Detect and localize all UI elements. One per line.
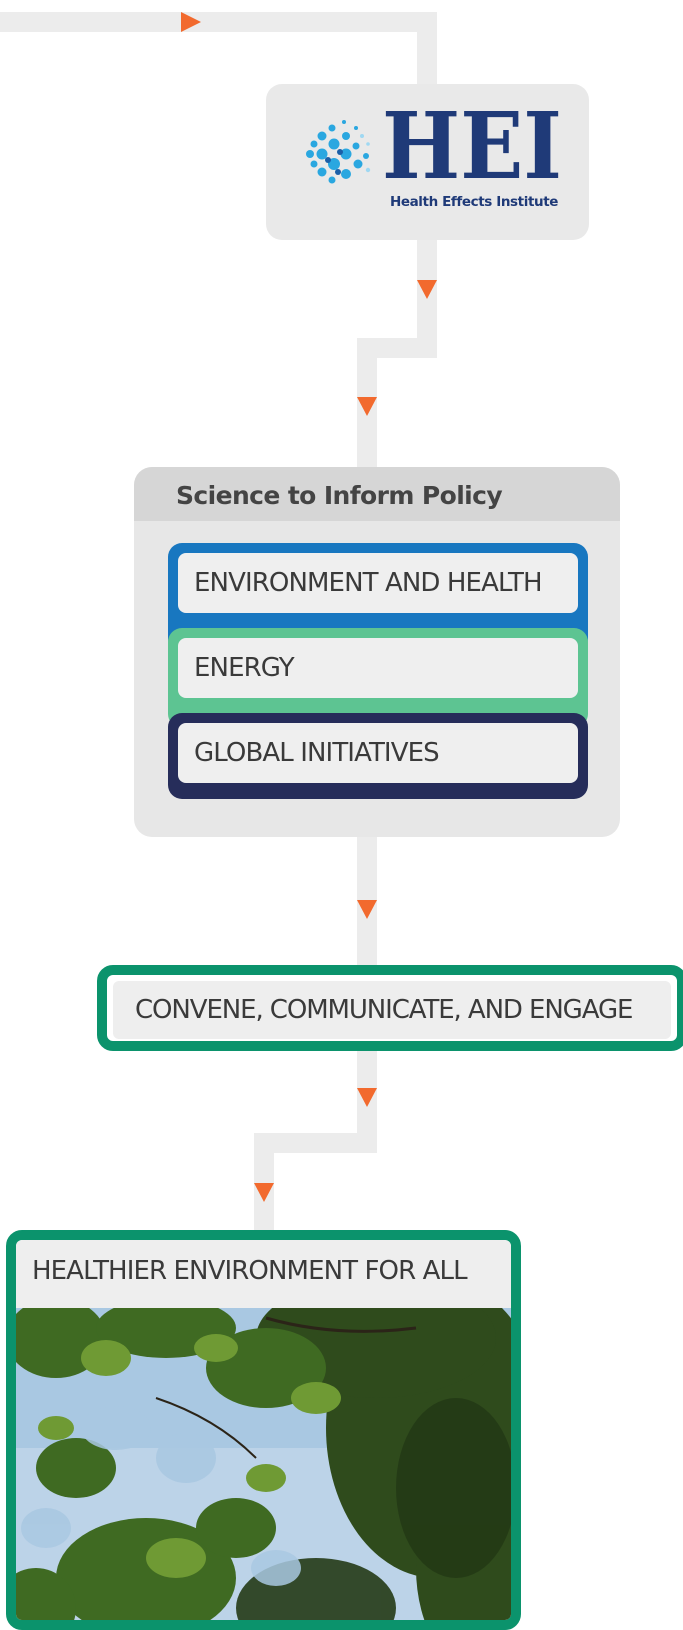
arrow-logo-down — [417, 280, 437, 299]
connector-logo-to-policy — [357, 235, 437, 480]
convene-label: CONVENE, COMMUNICATE, AND ENGAGE — [113, 981, 671, 1039]
science-policy-card: Science to Inform Policy ENVIRONMENT AND… — [134, 467, 620, 837]
arrow-outcome-in — [254, 1183, 274, 1202]
area-energy: ENERGY — [168, 628, 588, 728]
hei-dots-icon — [306, 120, 371, 184]
area-global-initiatives: GLOBAL INITIATIVES — [168, 713, 588, 799]
convene-box: CONVENE, COMMUNICATE, AND ENGAGE — [97, 965, 683, 1051]
area-label: ENVIRONMENT AND HEALTH — [178, 553, 578, 613]
arrow-policy-in — [357, 397, 377, 416]
arrow-top — [181, 12, 201, 32]
arrow-convene-in — [357, 900, 377, 919]
outcome-box: HEALTHIER ENVIRONMENT FOR ALL — [6, 1230, 521, 1630]
area-label: GLOBAL INITIATIVES — [178, 723, 578, 783]
arrow-convene-out — [357, 1088, 377, 1107]
hei-subtitle: Health Effects Institute — [389, 194, 559, 210]
hei-logo-card: HEI Health Effects Institute — [266, 84, 589, 240]
policy-title: Science to Inform Policy — [134, 467, 620, 521]
area-label: ENERGY — [178, 638, 578, 698]
hei-wordmark-text: HEI — [382, 100, 562, 186]
connector-top — [0, 12, 437, 95]
hei-wordmark: HEI — [382, 100, 562, 186]
tree-canopy-image — [16, 1308, 511, 1620]
outcome-label: HEALTHIER ENVIRONMENT FOR ALL — [16, 1240, 511, 1308]
connector-convene-to-outcome — [254, 1045, 377, 1240]
